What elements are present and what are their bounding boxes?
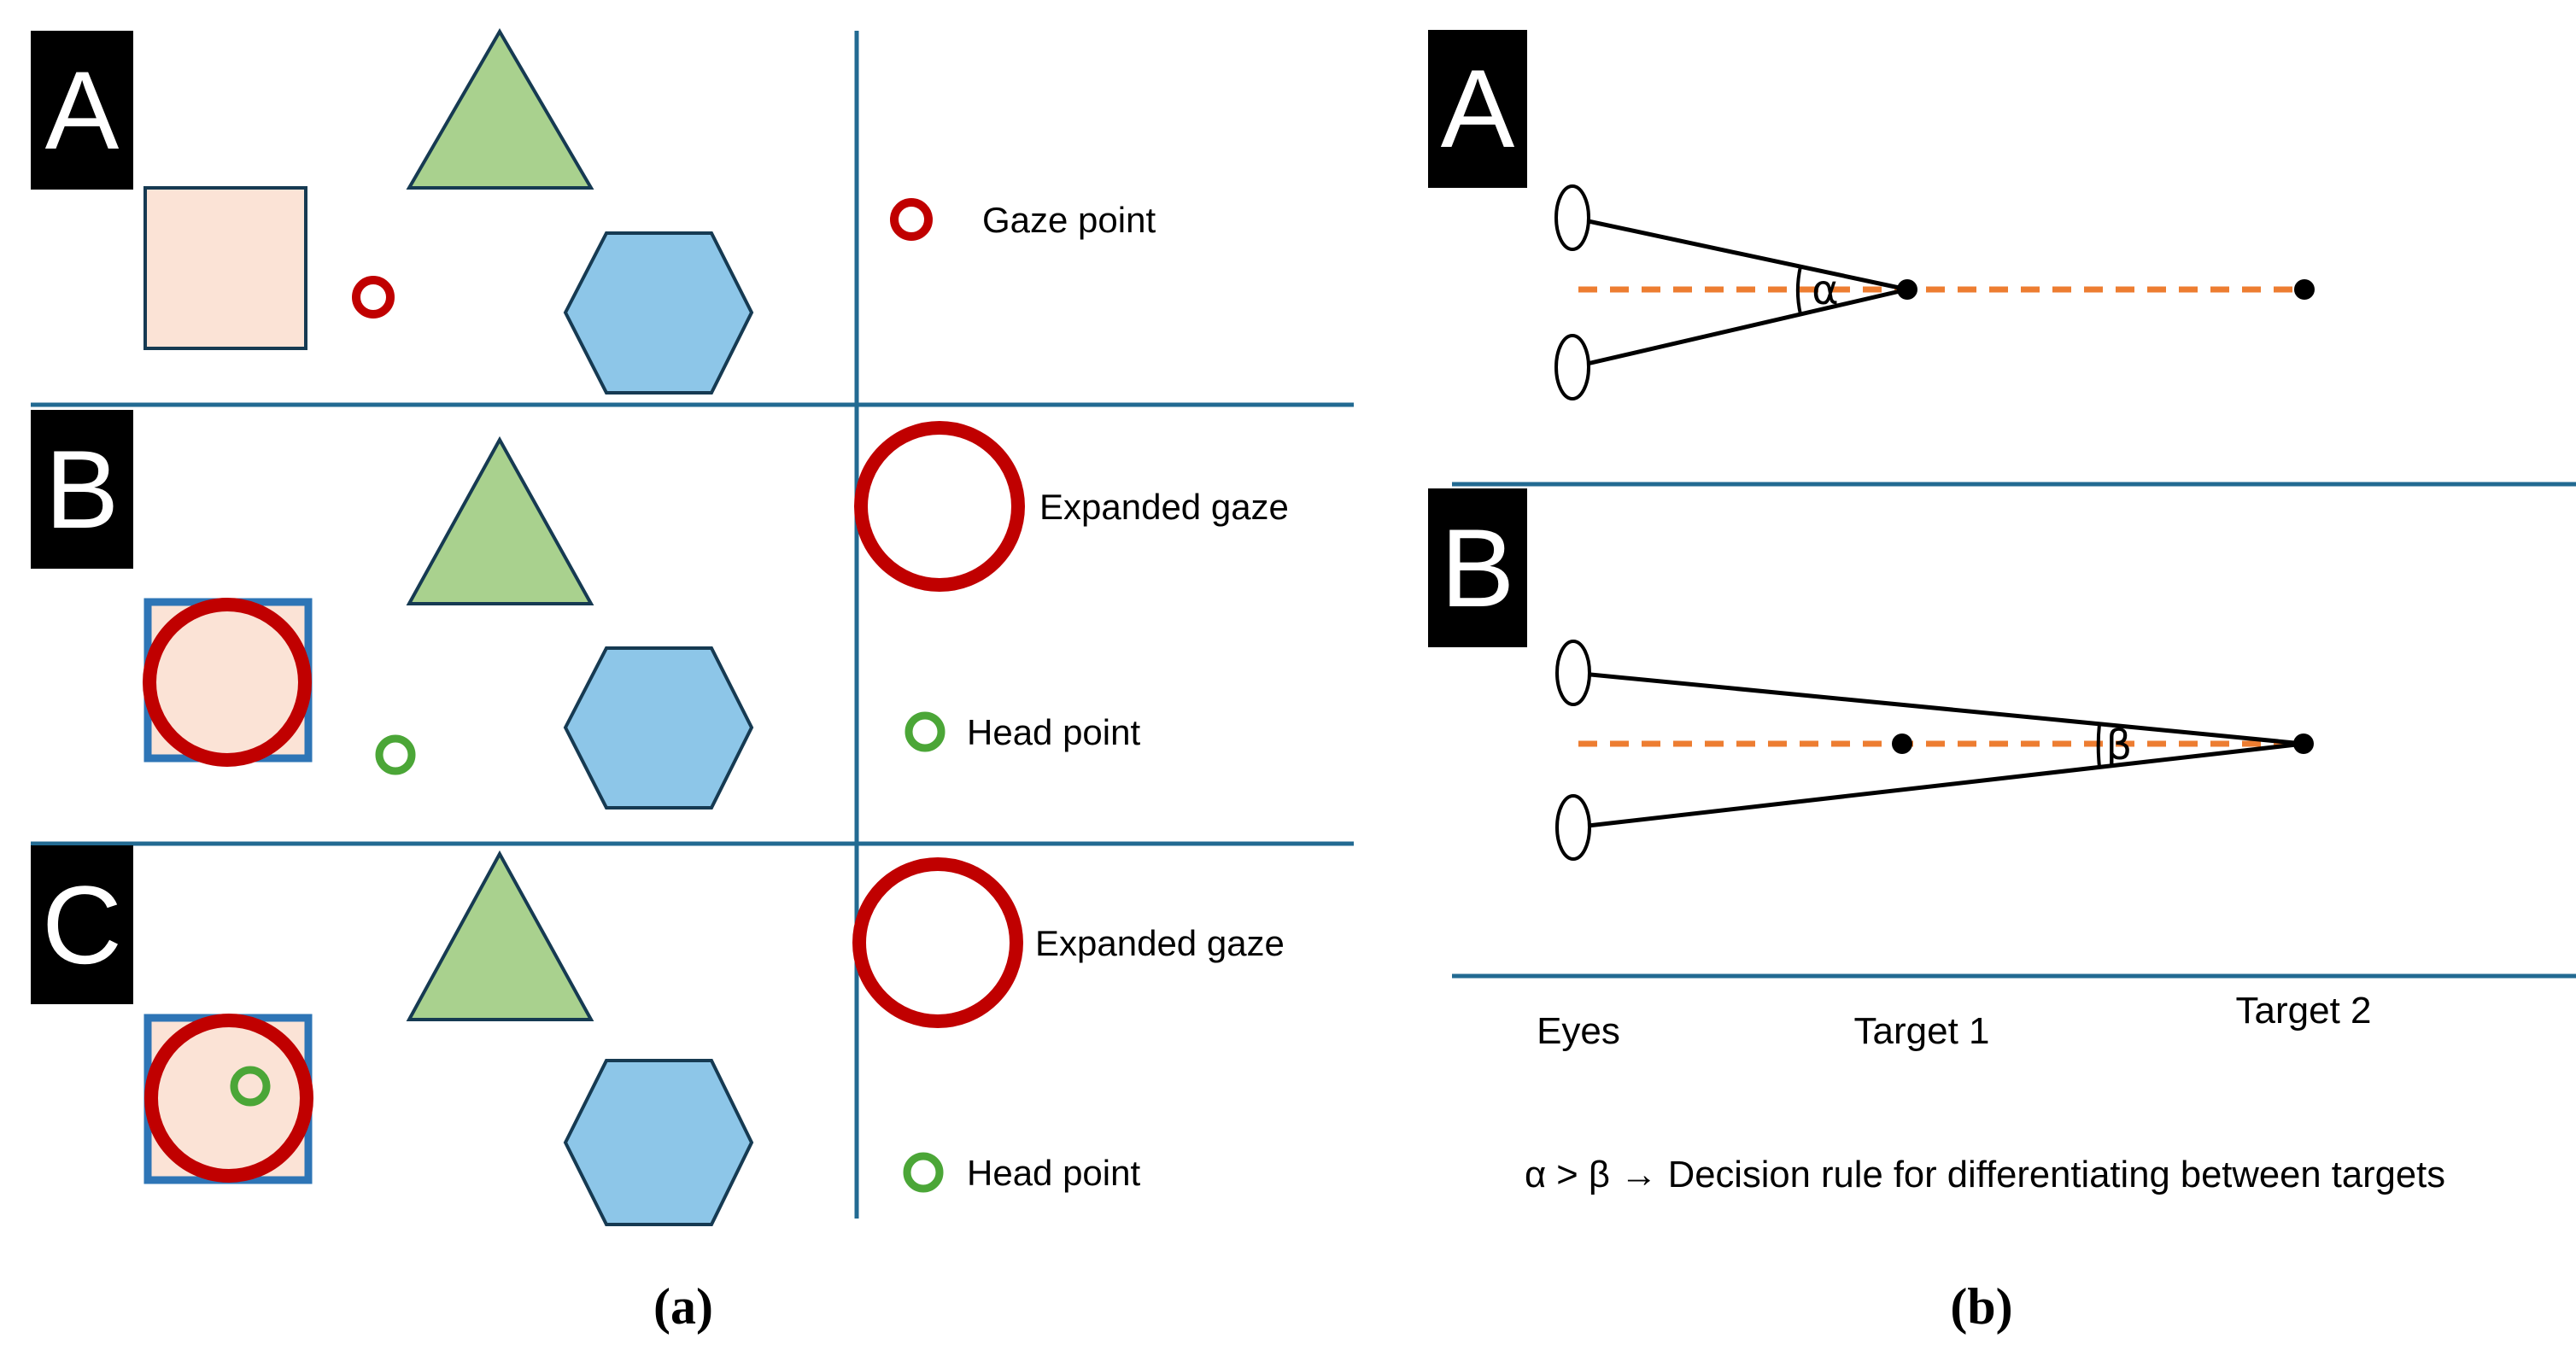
row-label-box — [31, 845, 133, 1004]
expanded-gaze-legend-label: Expanded gaze — [1035, 923, 1285, 963]
stimulus-hexagon — [563, 646, 754, 810]
beta-label: β — [2106, 722, 2133, 769]
gaze-point-legend-icon — [890, 198, 933, 241]
eye-lower — [1555, 794, 1591, 861]
gaze-point-legend-label: Gaze point — [982, 200, 1156, 240]
stimulus-square — [143, 186, 307, 350]
panel-b-row-a: A α — [1428, 30, 2315, 400]
target-2-dot — [2294, 279, 2315, 300]
head-point-legend-icon — [903, 1152, 944, 1193]
panel-a: A B C Gaze poin — [31, 28, 1354, 1335]
expanded-gaze-legend-label: Expanded gaze — [1039, 487, 1289, 527]
stimulus-hexagon — [563, 231, 754, 395]
stimulus-triangle — [406, 435, 594, 605]
gaze-ray-lower — [1572, 287, 1908, 370]
row-label: A — [1441, 46, 1515, 171]
caption-a: (a) — [653, 1278, 713, 1335]
panel-a-row-a: A — [31, 28, 754, 395]
panel-b: A α B β Ey — [1428, 30, 2576, 1335]
panel-a-row-c: C — [31, 845, 754, 1226]
row-label-box — [1428, 30, 1527, 188]
gaze-ray-upper — [1572, 670, 2304, 746]
eyes-label: Eyes — [1537, 1010, 1620, 1052]
stimulus-triangle — [406, 850, 594, 1021]
gaze-ray-lower — [1572, 741, 2304, 830]
caption-b: (b) — [1950, 1278, 2012, 1335]
expanded-gaze-legend-icon — [854, 421, 1025, 592]
panel-a-row-b: B — [31, 410, 754, 810]
decision-rule-text: α > β → Decision rule for differentiatin… — [1525, 1154, 2445, 1195]
gaze-point-marker — [352, 276, 395, 319]
row-label: A — [45, 48, 120, 172]
head-point-legend-label: Head point — [967, 1153, 1140, 1193]
head-point-legend-icon — [905, 711, 946, 752]
target-2-dot — [2293, 734, 2314, 754]
stimulus-triangle — [406, 28, 594, 190]
row-label: C — [42, 862, 122, 987]
alpha-angle-arc — [1795, 266, 1802, 315]
head-point-marker — [375, 734, 416, 775]
alpha-label: α — [1812, 266, 1839, 314]
row-label-box — [31, 410, 133, 569]
eye-lower — [1554, 334, 1590, 400]
expanded-gaze-circle — [143, 598, 312, 767]
target-2-label: Target 2 — [2236, 990, 2372, 1032]
head-point-legend-label: Head point — [967, 712, 1140, 752]
gaze-ray-upper — [1572, 215, 1908, 292]
stimulus-hexagon — [563, 1059, 754, 1226]
target-1-dot — [1892, 734, 1912, 754]
row-label-box — [31, 31, 133, 190]
target-1-label: Target 1 — [1854, 1010, 1990, 1052]
panel-a-legend: Gaze point Expanded gaze Head point Expa… — [852, 198, 1289, 1193]
eye-upper — [1554, 184, 1590, 251]
expanded-gaze-circle — [144, 1014, 313, 1183]
row-label-box — [1428, 488, 1527, 647]
panel-b-row-b: B β — [1428, 488, 2314, 861]
row-label: B — [1441, 506, 1515, 630]
eye-upper — [1555, 640, 1591, 706]
head-point-marker — [230, 1066, 271, 1107]
expanded-gaze-legend-icon — [852, 857, 1023, 1028]
row-label: B — [45, 427, 120, 552]
target-1-dot — [1897, 279, 1917, 300]
